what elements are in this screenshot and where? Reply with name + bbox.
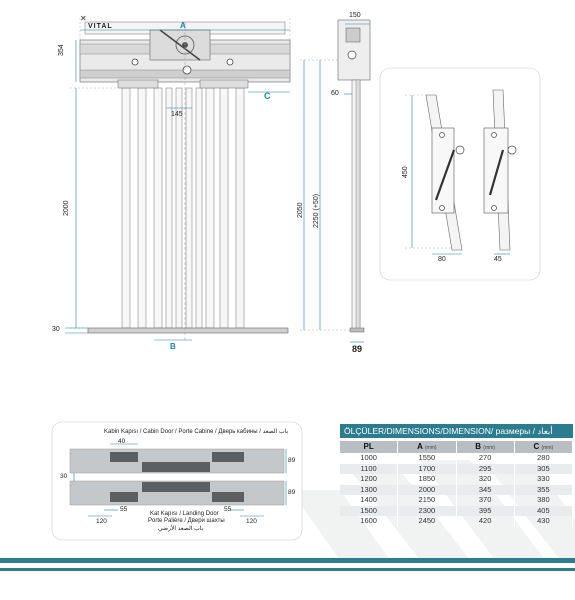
table-cell: 305 xyxy=(515,463,573,474)
table-cell: 405 xyxy=(515,505,573,516)
table-cell: 1200 xyxy=(340,474,399,485)
table-row: 1000 1550 270 280 xyxy=(340,453,573,464)
side-view xyxy=(300,19,371,343)
dimensions-table: PL A (mm) B (mm) C (mm) 1000 1550 270 28… xyxy=(340,441,573,527)
cabin-door-label: Kabin Kapısı / Cabin Door / Porte Cabine… xyxy=(104,429,289,435)
side-dim-60: 60 xyxy=(331,90,339,97)
table-cell: 1500 xyxy=(340,505,399,516)
detail-dim-80: 80 xyxy=(438,256,446,263)
plan-dim-40: 40 xyxy=(118,438,126,445)
table-row: 1400 2150 370 380 xyxy=(340,495,573,506)
table-header-row: PL A (mm) B (mm) C (mm) xyxy=(340,441,573,453)
table-cell: 2000 xyxy=(398,484,457,495)
table-cell: 1100 xyxy=(340,463,399,474)
side-dim-89: 89 xyxy=(352,344,363,354)
table-row: 1600 2450 420 430 xyxy=(340,516,573,527)
landing-door-label-3: باب الصعد الأرضي xyxy=(158,526,204,532)
table-cell: 330 xyxy=(515,474,573,485)
front-dim-c: C xyxy=(264,91,271,101)
plan-dim-89-bottom: 89 xyxy=(288,489,296,496)
side-dim-2250: 2250 (+50) xyxy=(313,193,320,228)
table-cell: 345 xyxy=(457,484,515,495)
table-header-a: A (mm) xyxy=(398,441,457,453)
plan-view xyxy=(51,421,303,541)
table-header-pl: PL xyxy=(340,441,399,453)
table-cell: 370 xyxy=(457,495,515,506)
plan-dim-89-top: 89 xyxy=(288,457,296,464)
brand-logo-text: VITAL xyxy=(88,23,113,30)
table-cell: 2300 xyxy=(398,505,457,516)
table-cell: 280 xyxy=(515,453,573,464)
plan-dim-120-right: 120 xyxy=(246,518,257,525)
table-cell: 395 xyxy=(457,505,515,516)
table-cell: 1850 xyxy=(398,474,457,485)
plan-dim-55-left: 55 xyxy=(120,506,128,513)
table-header-b: B (mm) xyxy=(457,441,515,453)
brand-x-icon: ✕ xyxy=(80,14,87,23)
table-row: 1200 1850 320 330 xyxy=(340,474,573,485)
front-dim-30: 30 xyxy=(52,326,60,333)
table-header-c: C (mm) xyxy=(515,441,573,453)
table-cell: 1550 xyxy=(398,453,457,464)
front-dim-145: 145 xyxy=(171,111,183,118)
plan-dim-30: 30 xyxy=(60,473,68,480)
table-cell: 2150 xyxy=(398,495,457,506)
plan-dim-120-left: 120 xyxy=(96,518,107,525)
table-cell: 1600 xyxy=(340,516,399,527)
table-cell: 1400 xyxy=(340,495,399,506)
footer-accent-bar-thin xyxy=(0,568,575,571)
front-dim-354: 354 xyxy=(58,44,65,56)
front-dim-b: B xyxy=(170,342,176,351)
plan-dim-55-right: 55 xyxy=(224,506,232,513)
detail-dim-450: 450 xyxy=(402,166,409,178)
front-dim-2000: 2000 xyxy=(63,200,70,216)
detail-view xyxy=(379,67,541,281)
table-cell: 355 xyxy=(515,484,573,495)
landing-door-label-2: Porte Palière / Двери шахты xyxy=(148,518,225,524)
side-dim-150: 150 xyxy=(349,12,361,19)
front-dim-a: A xyxy=(180,21,186,30)
table-cell: 420 xyxy=(457,516,515,527)
table-cell: 2450 xyxy=(398,516,457,527)
table-cell: 1300 xyxy=(340,484,399,495)
table-title: ÖLÇÜLER/DIMENSIONS/DIMENSION/ размеры / … xyxy=(340,424,573,438)
detail-dim-45: 45 xyxy=(494,256,502,263)
side-dim-2050: 2050 xyxy=(297,202,304,218)
landing-door-label-1: Kat Kapısı / Landing Door xyxy=(150,511,219,517)
table-cell: 1700 xyxy=(398,463,457,474)
table-cell: 320 xyxy=(457,474,515,485)
table-row: 1300 2000 345 355 xyxy=(340,484,573,495)
table-cell: 295 xyxy=(457,463,515,474)
footer-accent-bar xyxy=(0,558,575,563)
table-cell: 270 xyxy=(457,453,515,464)
table-row: 1500 2300 395 405 xyxy=(340,505,573,516)
table-cell: 380 xyxy=(515,495,573,506)
table-cell: 1000 xyxy=(340,453,399,464)
table-row: 1100 1700 295 305 xyxy=(340,463,573,474)
front-view xyxy=(65,18,291,341)
table-cell: 430 xyxy=(515,516,573,527)
